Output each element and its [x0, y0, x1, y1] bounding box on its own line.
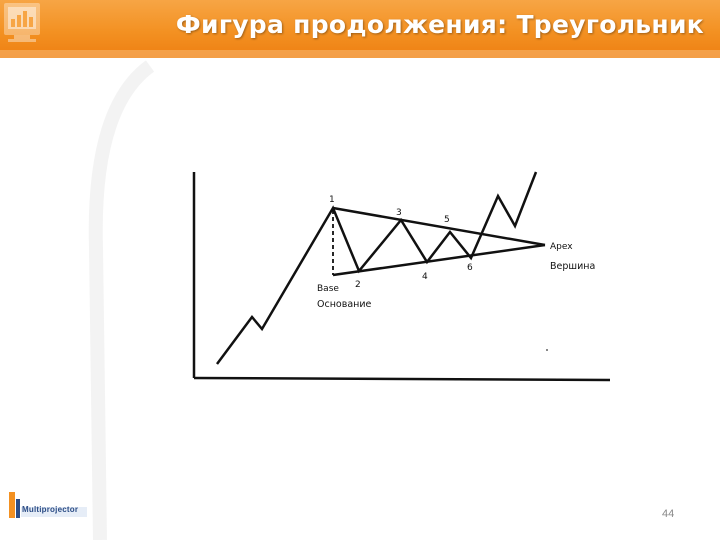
point-label-2: 2	[355, 280, 361, 290]
stray-dot	[546, 349, 548, 351]
apex-label-en: Apex	[550, 242, 573, 252]
lower-trendline	[332, 243, 546, 277]
point-label-1: 1	[329, 195, 335, 205]
triangle-pattern-diagram: 1 2 3 4 5 6 Base Основание Apex Вершина	[192, 171, 611, 382]
point-label-4: 4	[422, 272, 428, 282]
slide-title: Фигура продолжения: Треугольник	[175, 10, 705, 39]
monitor-chart-icon	[4, 3, 40, 42]
apex-label-ru: Вершина	[550, 261, 595, 272]
header-band	[0, 50, 720, 58]
price-line	[215, 171, 538, 365]
point-label-6: 6	[467, 263, 473, 273]
point-label-5: 5	[444, 215, 450, 225]
point-label-3: 3	[396, 208, 402, 218]
base-label-en: Base	[317, 284, 339, 294]
footer-logo-text: Multiprojector	[22, 505, 79, 514]
page-number: 44	[662, 508, 675, 520]
company-logo	[9, 492, 87, 518]
upper-trendline	[332, 206, 546, 247]
slide-header: Фигура продолжения: Треугольник	[0, 0, 720, 58]
background-swoosh	[88, 60, 155, 540]
x-axis	[193, 376, 611, 382]
base-label-ru: Основание	[317, 299, 372, 310]
